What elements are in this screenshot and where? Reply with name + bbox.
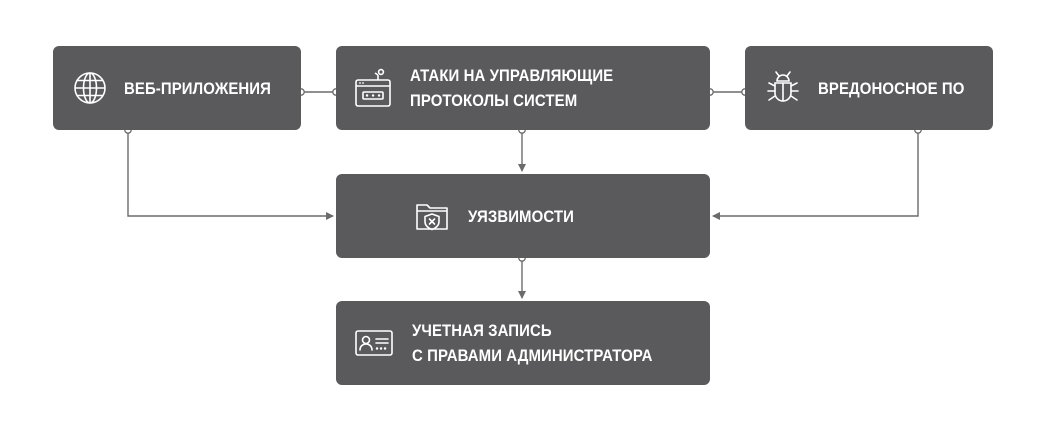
shield-folder-icon <box>416 204 448 231</box>
node-malware: ВРЕДОНОСНОЕ ПО <box>745 46 993 130</box>
node-label: АТАКИ НА УПРАВЛЯЮЩИЕ ПРОТОКОЛЫ СИСТЕМ <box>410 66 614 110</box>
edge-web-vulnerabilities <box>127 130 334 220</box>
node-label: УЧЕТНАЯ ЗАПИСЬ С ПРАВАМИ АДМИНИСТРАТОРА <box>412 321 653 365</box>
node-admin-account: УЧЕТНАЯ ЗАПИСЬ С ПРАВАМИ АДМИНИСТРАТОРА <box>336 301 710 385</box>
edge-malware-vulnerabilities <box>712 130 919 220</box>
node-label: УЯЗВИМОСТИ <box>468 206 574 226</box>
node-web-applications: ВЕБ-ПРИЛОЖЕНИЯ <box>53 46 301 130</box>
password-window-icon <box>355 68 391 107</box>
node-control-protocol-attacks: АТАКИ НА УПРАВЛЯЮЩИЕ ПРОТОКОЛЫ СИСТЕМ <box>336 46 710 130</box>
id-card-icon <box>355 330 393 356</box>
globe-icon <box>74 72 106 104</box>
node-vulnerabilities: УЯЗВИМОСТИ <box>336 174 710 258</box>
node-label: ВРЕДОНОСНОЕ ПО <box>818 78 965 98</box>
node-label: ВЕБ-ПРИЛОЖЕНИЯ <box>124 78 271 98</box>
bug-icon <box>767 71 799 102</box>
